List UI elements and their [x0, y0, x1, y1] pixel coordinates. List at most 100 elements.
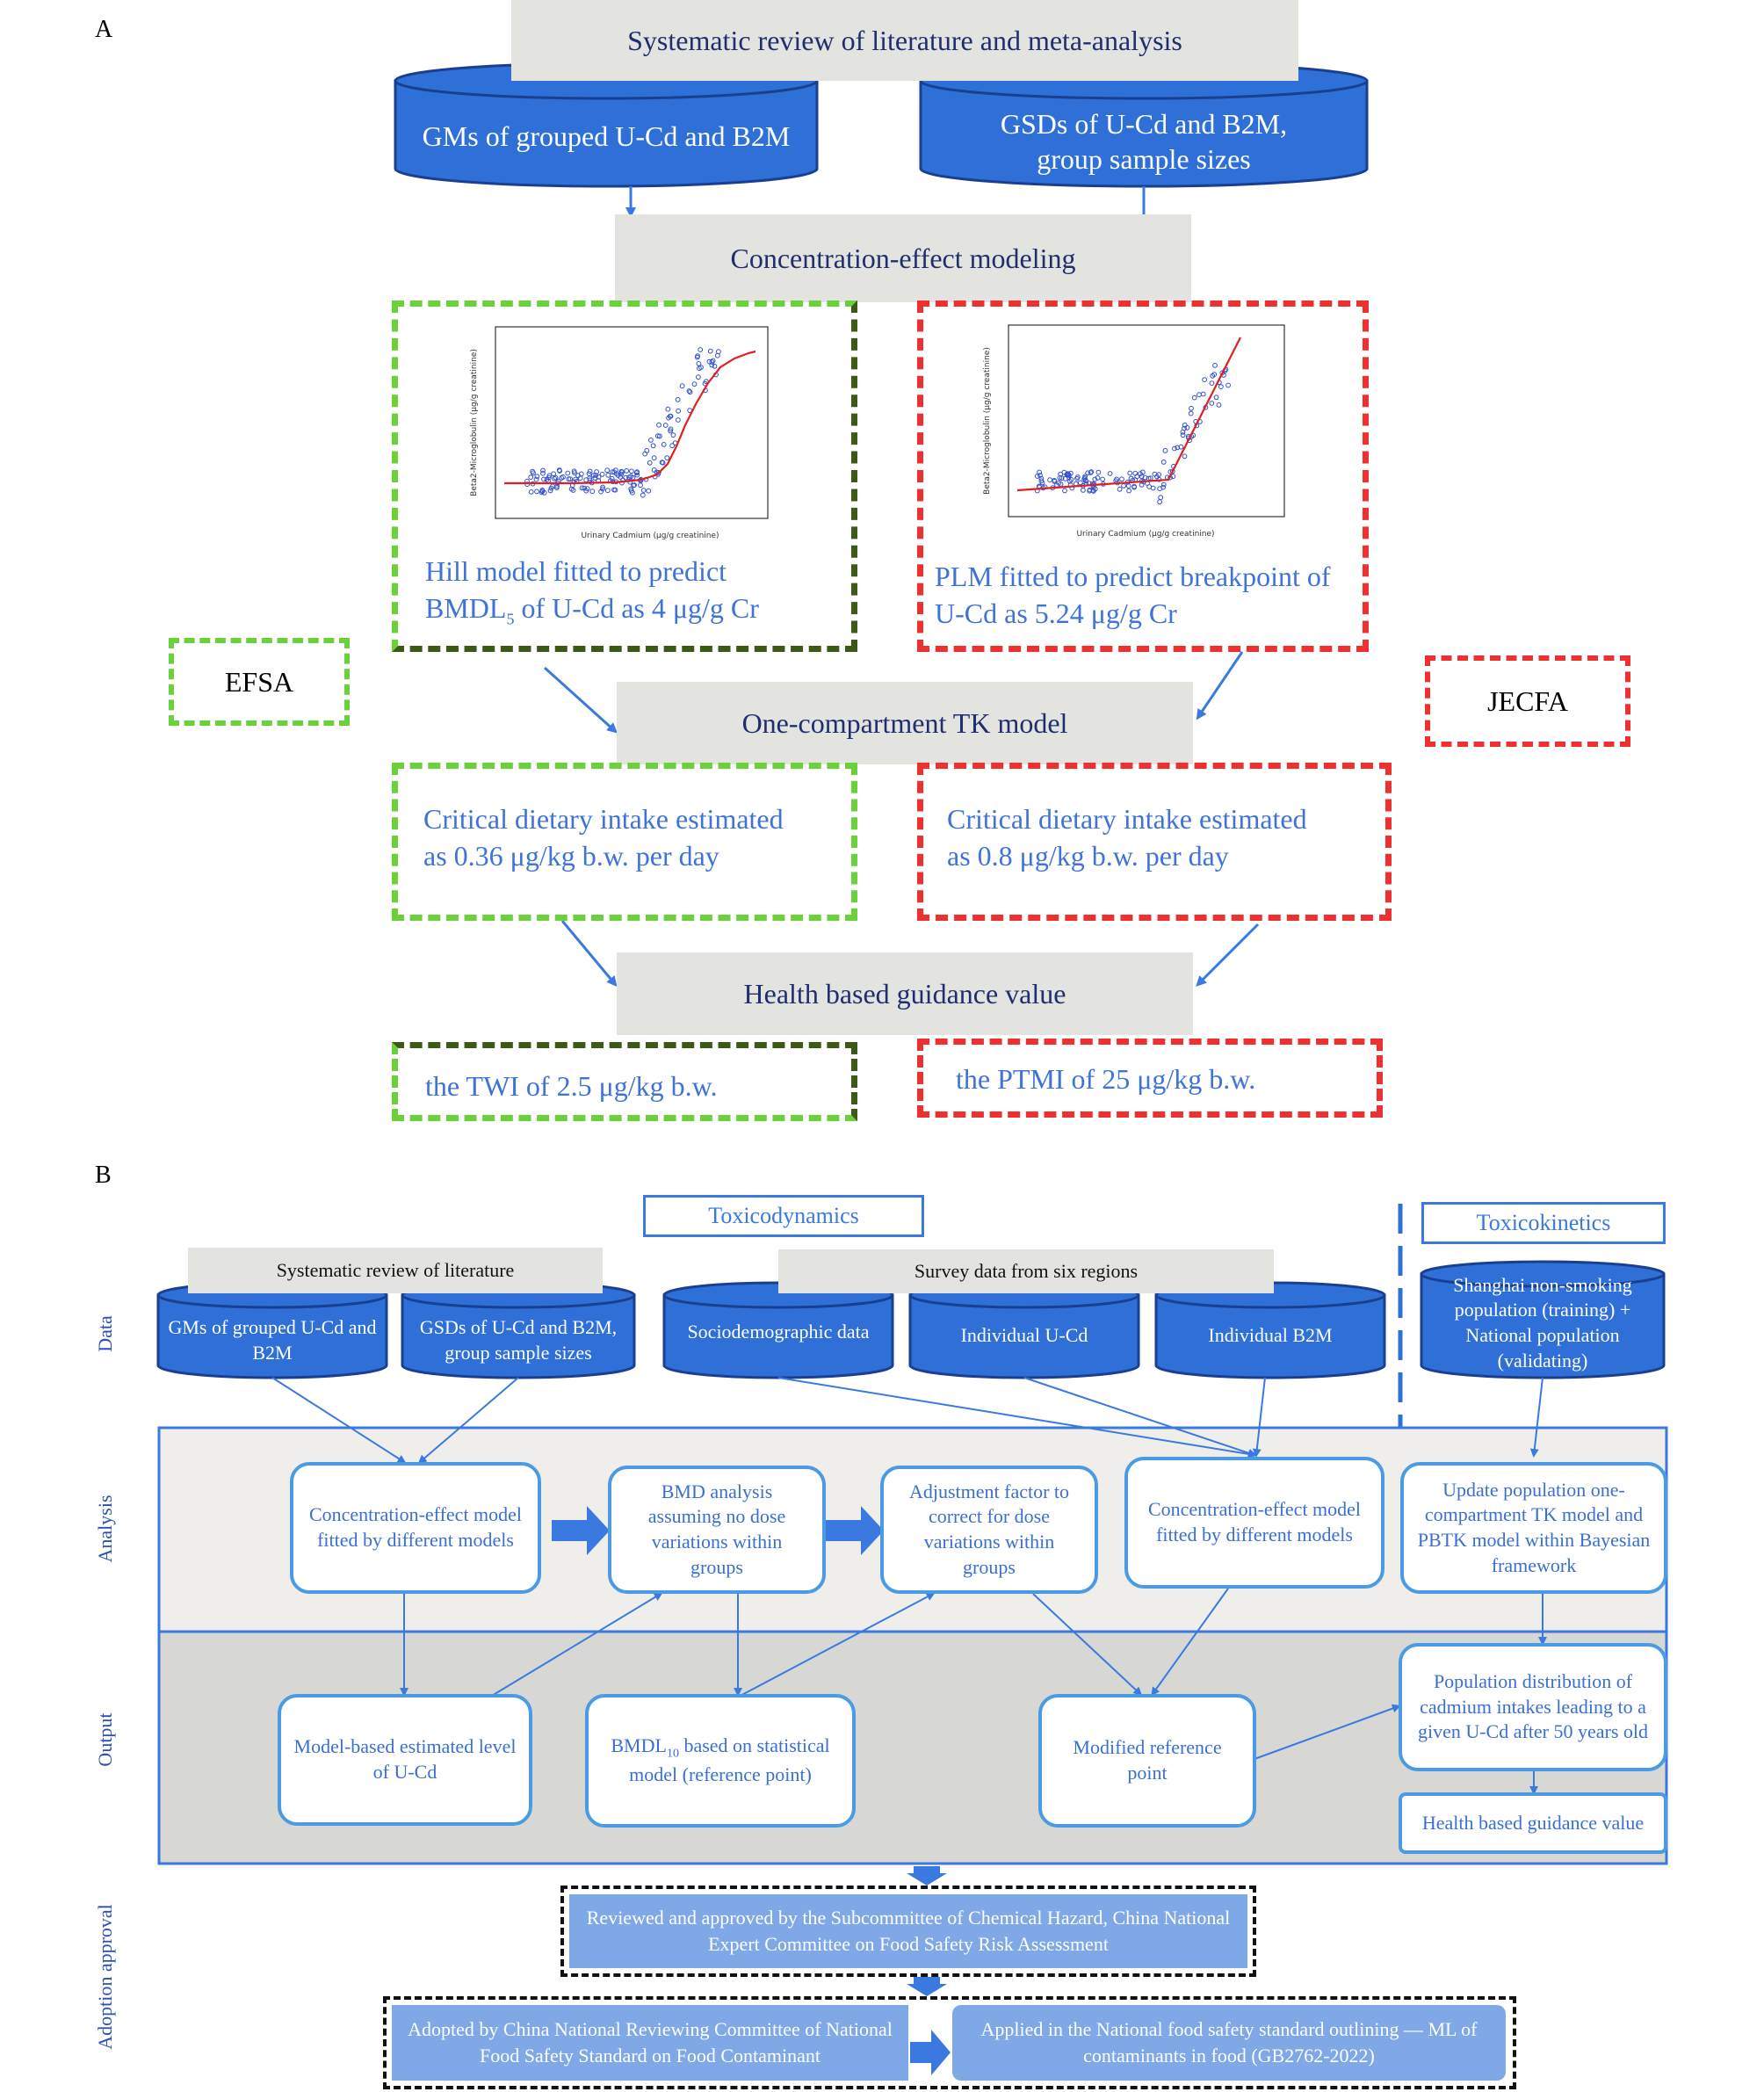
- cyl-b6-label: Shanghai non-smoking population (trainin…: [1453, 1273, 1632, 1372]
- scatter-point: [646, 488, 652, 494]
- scatter-point: [1139, 474, 1145, 480]
- hill-post: of U-Cd as 4 μg/g Cr: [514, 591, 759, 624]
- plm-line1: PLM fitted to predict breakpoint of: [935, 561, 1331, 592]
- hill-xlabel: Urinary Cadmium (μg/g creatinine): [581, 532, 719, 540]
- scatter-point: [1172, 445, 1177, 452]
- modeling-box: Concentration-effect modeling: [615, 214, 1191, 302]
- jecfa-box: JECFA: [1425, 655, 1630, 747]
- scatter-point: [1212, 363, 1218, 368]
- scatter-point: [1119, 476, 1124, 482]
- scatter-point: [1209, 401, 1215, 406]
- scatter-point: [648, 438, 654, 443]
- scatter-point: [1202, 377, 1207, 383]
- scatter-point: [1218, 384, 1224, 390]
- hill-sub: 5: [506, 609, 515, 627]
- critical-left-text: Critical dietary intake estimated as 0.3…: [423, 801, 845, 874]
- efsa-box: EFSA: [169, 638, 350, 726]
- scatter-point: [1127, 470, 1133, 476]
- scatter-point: [656, 422, 662, 428]
- output-box-5: Health based guidance value: [1399, 1792, 1667, 1854]
- scatter-point: [629, 468, 634, 474]
- scatter-point: [1087, 488, 1093, 494]
- scatter-point: [1150, 485, 1156, 491]
- scatter-point: [594, 469, 599, 474]
- scatter-point: [712, 363, 718, 369]
- scatter-point: [1175, 445, 1181, 451]
- out2-post: based on statistical model (reference po…: [629, 1734, 830, 1785]
- scatter-point: [1182, 453, 1188, 460]
- scatter-point: [1095, 475, 1101, 481]
- scatter-point: [528, 474, 534, 480]
- scatter-point: [686, 388, 692, 394]
- scatter-point: [655, 433, 661, 439]
- scatter-point: [579, 485, 585, 491]
- ptmi-text: the PTMI of 25 μg/kg b.w.: [956, 1063, 1256, 1095]
- scatter-point: [1131, 484, 1137, 490]
- scatter-point: [628, 474, 633, 480]
- scatter-point: [572, 470, 577, 476]
- scatter-point: [541, 489, 547, 496]
- scatter-point: [1213, 395, 1219, 401]
- cyl-b3-label: Sociodemographic data: [687, 1320, 870, 1343]
- analysis-box-2: BMD analysis assuming no dose variations…: [608, 1466, 826, 1594]
- scatter-point: [1209, 380, 1215, 387]
- scatter-point: [1078, 480, 1083, 486]
- hill-text: Hill model fitted to predict BMDL5 of U-…: [425, 554, 847, 629]
- scatter-point: [1216, 402, 1222, 408]
- scatter-point: [644, 448, 650, 453]
- scatter-point: [698, 347, 704, 352]
- approval-2: Adopted by China National Reviewing Comm…: [392, 2005, 908, 2081]
- scatter-point: [559, 475, 565, 481]
- cylinder-left-label: GMs of grouped U-Cd and B2M: [422, 120, 791, 153]
- crit-left-line2: as 0.36 μg/kg b.w. per day: [423, 839, 719, 872]
- output-box-3: Modified reference point: [1038, 1694, 1256, 1828]
- cylinder-b5: [1154, 1281, 1386, 1379]
- scatter-point: [1037, 473, 1043, 478]
- scatter-point: [1180, 432, 1186, 438]
- block-arrow-2: [826, 1506, 884, 1555]
- plm-dashed-box: [917, 300, 1369, 652]
- scatter-point: [1158, 495, 1164, 501]
- scatter-point: [600, 484, 605, 490]
- scatter-point: [633, 470, 640, 476]
- scatter-point: [1061, 469, 1067, 475]
- scatter-point: [544, 476, 550, 482]
- scatter-point: [524, 481, 531, 488]
- scatter-point: [650, 443, 656, 449]
- scatter-point: [547, 488, 553, 494]
- scatter-point: [1211, 372, 1218, 378]
- scatter-point: [665, 406, 671, 412]
- side-label-data: Data: [94, 1315, 116, 1352]
- cylinder-b6: [1420, 1260, 1666, 1379]
- hill-line1: Hill model fitted to predict: [425, 555, 727, 587]
- scatter-point: [664, 455, 670, 460]
- systematic-review-box: Systematic review of literature: [188, 1248, 603, 1293]
- toxicokinetics-label: Toxicokinetics: [1421, 1202, 1666, 1244]
- scatter-point: [657, 433, 662, 439]
- analysis-box-4: Concentration-effect model fitted by dif…: [1124, 1457, 1384, 1589]
- critical-right-box: [917, 763, 1392, 921]
- output-box-2: BMDL10 based on statistical model (refer…: [585, 1694, 856, 1828]
- scatter-point: [696, 361, 702, 366]
- scatter-point: [1066, 473, 1072, 478]
- scatter-point: [540, 470, 546, 476]
- scatter-point: [619, 469, 625, 475]
- scatter-point: [605, 472, 611, 478]
- top-title-box: Systematic review of literature and meta…: [511, 0, 1298, 81]
- hill-bmdl: BMDL: [425, 591, 507, 624]
- hill-model-plot: Urinary Cadmium (μg/g creatinine) Beta2-…: [470, 326, 769, 540]
- scatter-point: [662, 423, 669, 428]
- scatter-point: [591, 473, 596, 478]
- scatter-point: [586, 471, 592, 476]
- analysis-box-3: Adjustment factor to correct for dose va…: [880, 1466, 1098, 1594]
- scatter-point: [1132, 470, 1139, 476]
- survey-box: Survey data from six regions: [778, 1249, 1274, 1293]
- scatter-point: [589, 489, 596, 495]
- scatter-point: [1157, 486, 1163, 492]
- block-arrow-3: [910, 2030, 951, 2075]
- scatter-point: [568, 486, 575, 492]
- scatter-point: [552, 475, 557, 481]
- ptmi-box: [917, 1039, 1383, 1118]
- critical-right-text: Critical dietary intake estimated as 0.8…: [947, 801, 1369, 874]
